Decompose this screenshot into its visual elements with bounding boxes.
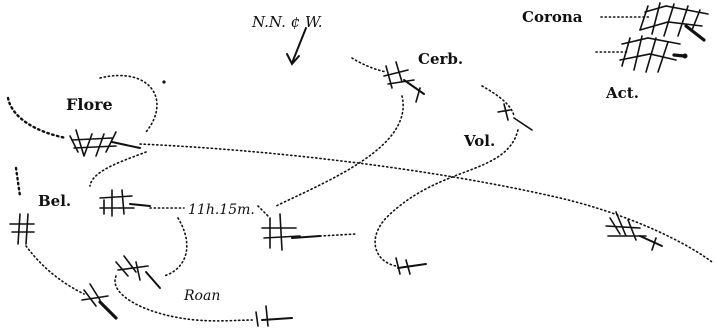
left-descent <box>25 245 85 295</box>
cerb-trail: Cerb. <box>275 50 463 207</box>
flore-hatch <box>69 129 117 157</box>
corona-grid-verticals <box>639 2 701 37</box>
center-link <box>257 205 269 217</box>
vol-hatch <box>497 103 533 131</box>
vol-end-tail <box>397 263 427 269</box>
flore-hatch-bands <box>71 137 117 149</box>
act-tail <box>672 53 686 58</box>
left-lower-tail <box>98 300 118 320</box>
vol-label: Vol. <box>463 132 495 150</box>
roan-end-hatch <box>255 305 269 327</box>
vol-trail: Vol. <box>374 85 533 275</box>
right-tail <box>639 235 663 247</box>
roan-trail: Roan <box>114 217 293 327</box>
center-extension <box>319 233 357 237</box>
act-label: Act. <box>605 84 639 102</box>
roan-tail <box>145 271 161 289</box>
bel-tail <box>129 203 151 207</box>
flore-label: Flore <box>66 95 113 114</box>
time-label: 11h.15m. <box>188 202 255 218</box>
roan-lower-path <box>114 275 255 322</box>
act-grid-bottom <box>619 53 677 61</box>
flore-tail <box>111 141 141 149</box>
cerb-tail <box>403 79 425 95</box>
north-arrow-head <box>286 53 300 66</box>
flore-long-path <box>139 143 713 263</box>
roan-hatch <box>115 255 149 281</box>
roan-arc <box>163 217 188 277</box>
corona-label: Corona <box>522 8 583 26</box>
cerb-sweep-curve <box>275 95 404 207</box>
right-hatch <box>605 211 647 241</box>
cerb-label: Cerb. <box>418 50 463 68</box>
roan-end-tail <box>261 317 293 321</box>
flore-upper-loop <box>99 74 158 133</box>
left-vertical-dots <box>14 166 22 198</box>
bel-trail: Bel. <box>9 151 151 320</box>
center-trail: 11h.15m. <box>149 202 357 251</box>
center-tail <box>291 235 321 239</box>
bel-label: Bel. <box>38 192 71 210</box>
left-lower-hatch <box>81 283 109 307</box>
flore-approach <box>6 96 68 140</box>
act-end-dot <box>682 53 688 59</box>
direction-indicator: N.N. ¢ W. <box>251 13 323 66</box>
bel-hatch <box>99 189 135 217</box>
act-grid-top <box>621 37 681 45</box>
center-hatch <box>261 213 301 251</box>
right-tick <box>651 237 657 251</box>
cerb-approach <box>351 57 387 73</box>
direction-label: N.N. ¢ W. <box>251 13 323 31</box>
north-arrow-shaft <box>291 27 307 64</box>
vol-approach <box>481 85 515 117</box>
cerb-hatch <box>383 61 415 89</box>
act-grid-verticals <box>621 35 669 73</box>
flore-trail: Flore <box>6 74 713 263</box>
corona-grid-top <box>644 5 709 15</box>
left-hatch <box>9 213 35 245</box>
right-trail <box>605 211 663 251</box>
corona-trail: Corona Act. <box>522 2 709 102</box>
vol-long-curve <box>374 129 519 267</box>
roan-label: Roan <box>183 288 220 304</box>
bel-upper-curve <box>89 151 147 187</box>
corona-tail <box>684 24 706 42</box>
flore-dot <box>162 80 166 84</box>
cerb-tick <box>415 87 421 103</box>
